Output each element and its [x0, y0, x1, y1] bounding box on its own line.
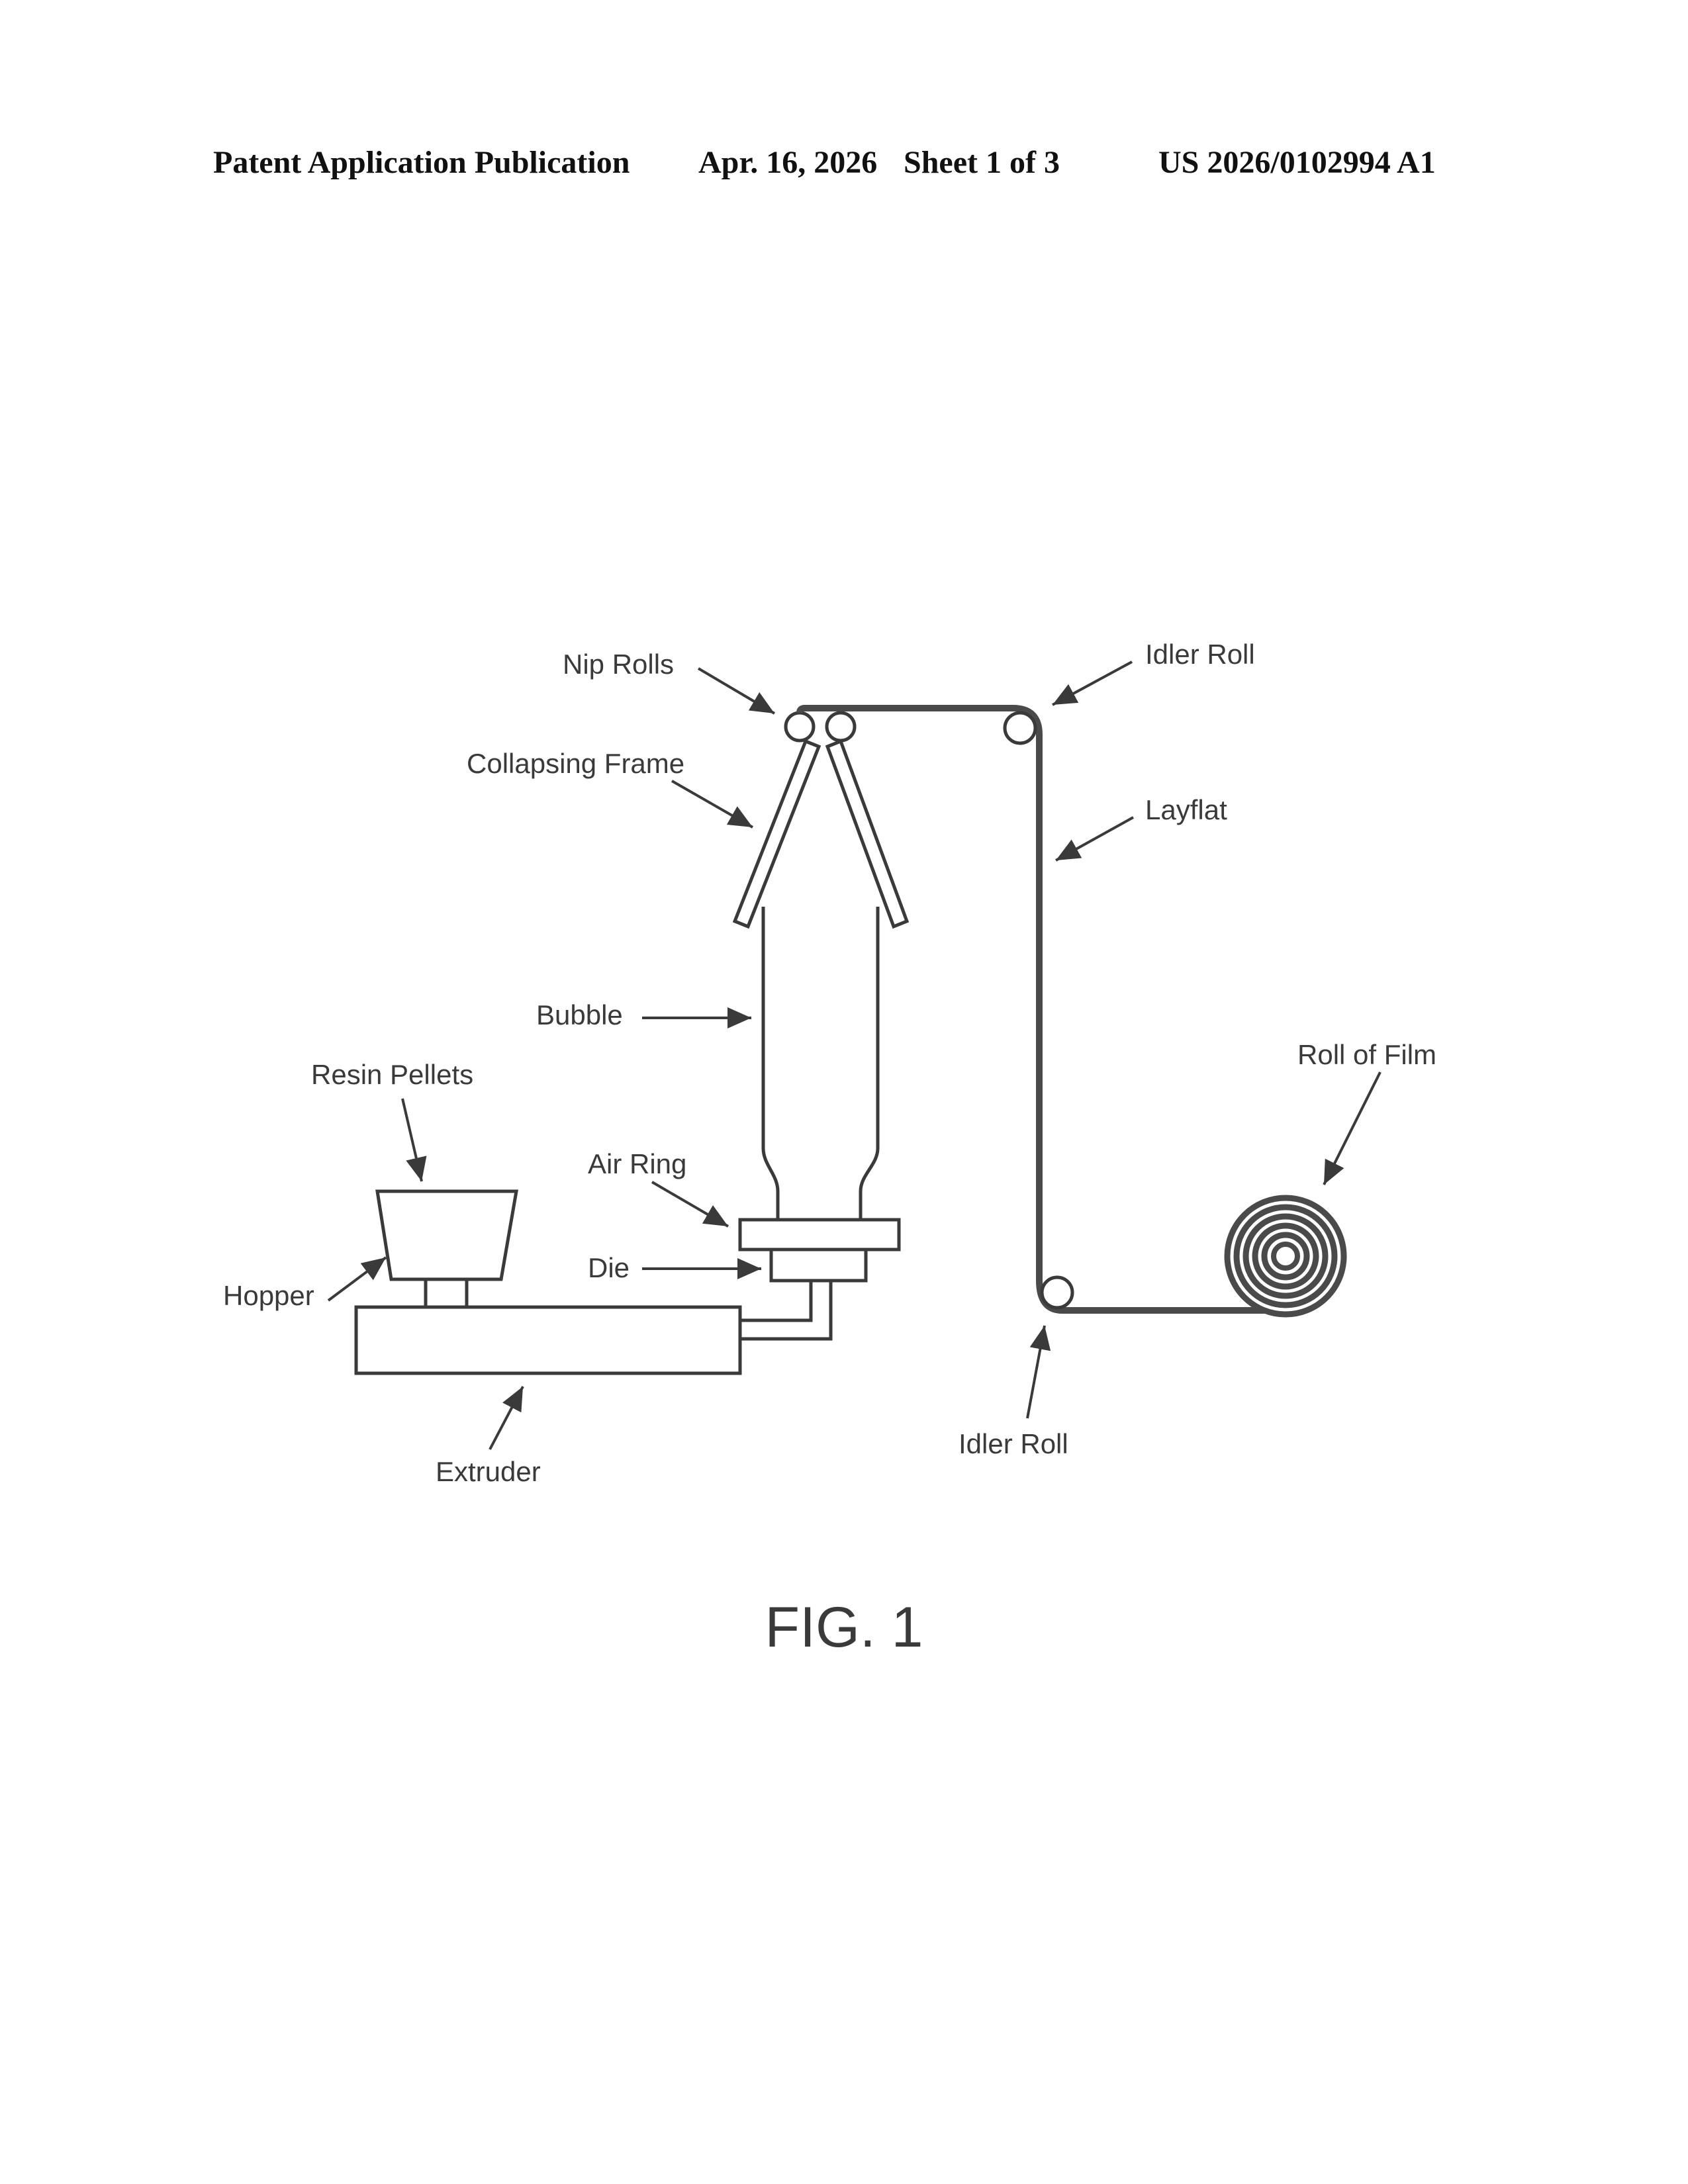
- hopper: [377, 1191, 516, 1279]
- label-hopper: Hopper: [223, 1280, 314, 1311]
- label-bubble: Bubble: [536, 999, 623, 1030]
- bubble-right-wall: [861, 907, 878, 1220]
- extruder: [356, 1307, 740, 1373]
- hopper-arrow: [328, 1257, 386, 1300]
- label-roll-of-film: Roll of Film: [1297, 1039, 1436, 1070]
- die: [771, 1250, 866, 1281]
- bubble-left-wall: [763, 907, 778, 1220]
- label-idler-roll-top: Idler Roll: [1145, 639, 1255, 670]
- nip-rolls-arrow: [698, 668, 774, 713]
- label-idler-roll-bottom: Idler Roll: [959, 1428, 1068, 1459]
- melt-pipe-outer: [740, 1281, 831, 1339]
- roll-of-film-arrow: [1324, 1072, 1380, 1185]
- nip-roll-right: [827, 713, 855, 741]
- label-collapsing-frame: Collapsing Frame: [467, 748, 684, 779]
- idler-roll-bottom-arrow: [1027, 1326, 1045, 1418]
- resin-pellets-arrow: [402, 1099, 422, 1181]
- label-extruder: Extruder: [436, 1456, 541, 1487]
- hopper-neck: [426, 1279, 467, 1307]
- air-ring: [740, 1220, 899, 1250]
- idler-roll-top: [1005, 713, 1035, 743]
- label-layflat: Layflat: [1145, 794, 1227, 825]
- melt-pipe-inner: [740, 1281, 811, 1320]
- nip-roll-left: [786, 713, 814, 741]
- label-air-ring: Air Ring: [588, 1148, 686, 1179]
- label-resin-pellets: Resin Pellets: [311, 1059, 473, 1090]
- idler-roll-bottom: [1042, 1277, 1072, 1308]
- collapsing-frame-left: [735, 741, 819, 927]
- idler-roll-top-arrow: [1053, 662, 1132, 705]
- figure-caption: FIG. 1: [765, 1596, 923, 1659]
- collapsing-frame-right: [827, 741, 907, 927]
- air-ring-arrow: [652, 1182, 728, 1226]
- collapsing-frame-arrow: [672, 781, 753, 827]
- extruder-arrow: [490, 1387, 523, 1449]
- label-nip-rolls: Nip Rolls: [563, 649, 674, 680]
- roll-of-film: [1227, 1198, 1344, 1314]
- label-die: Die: [588, 1252, 630, 1283]
- layflat-arrow: [1056, 817, 1133, 860]
